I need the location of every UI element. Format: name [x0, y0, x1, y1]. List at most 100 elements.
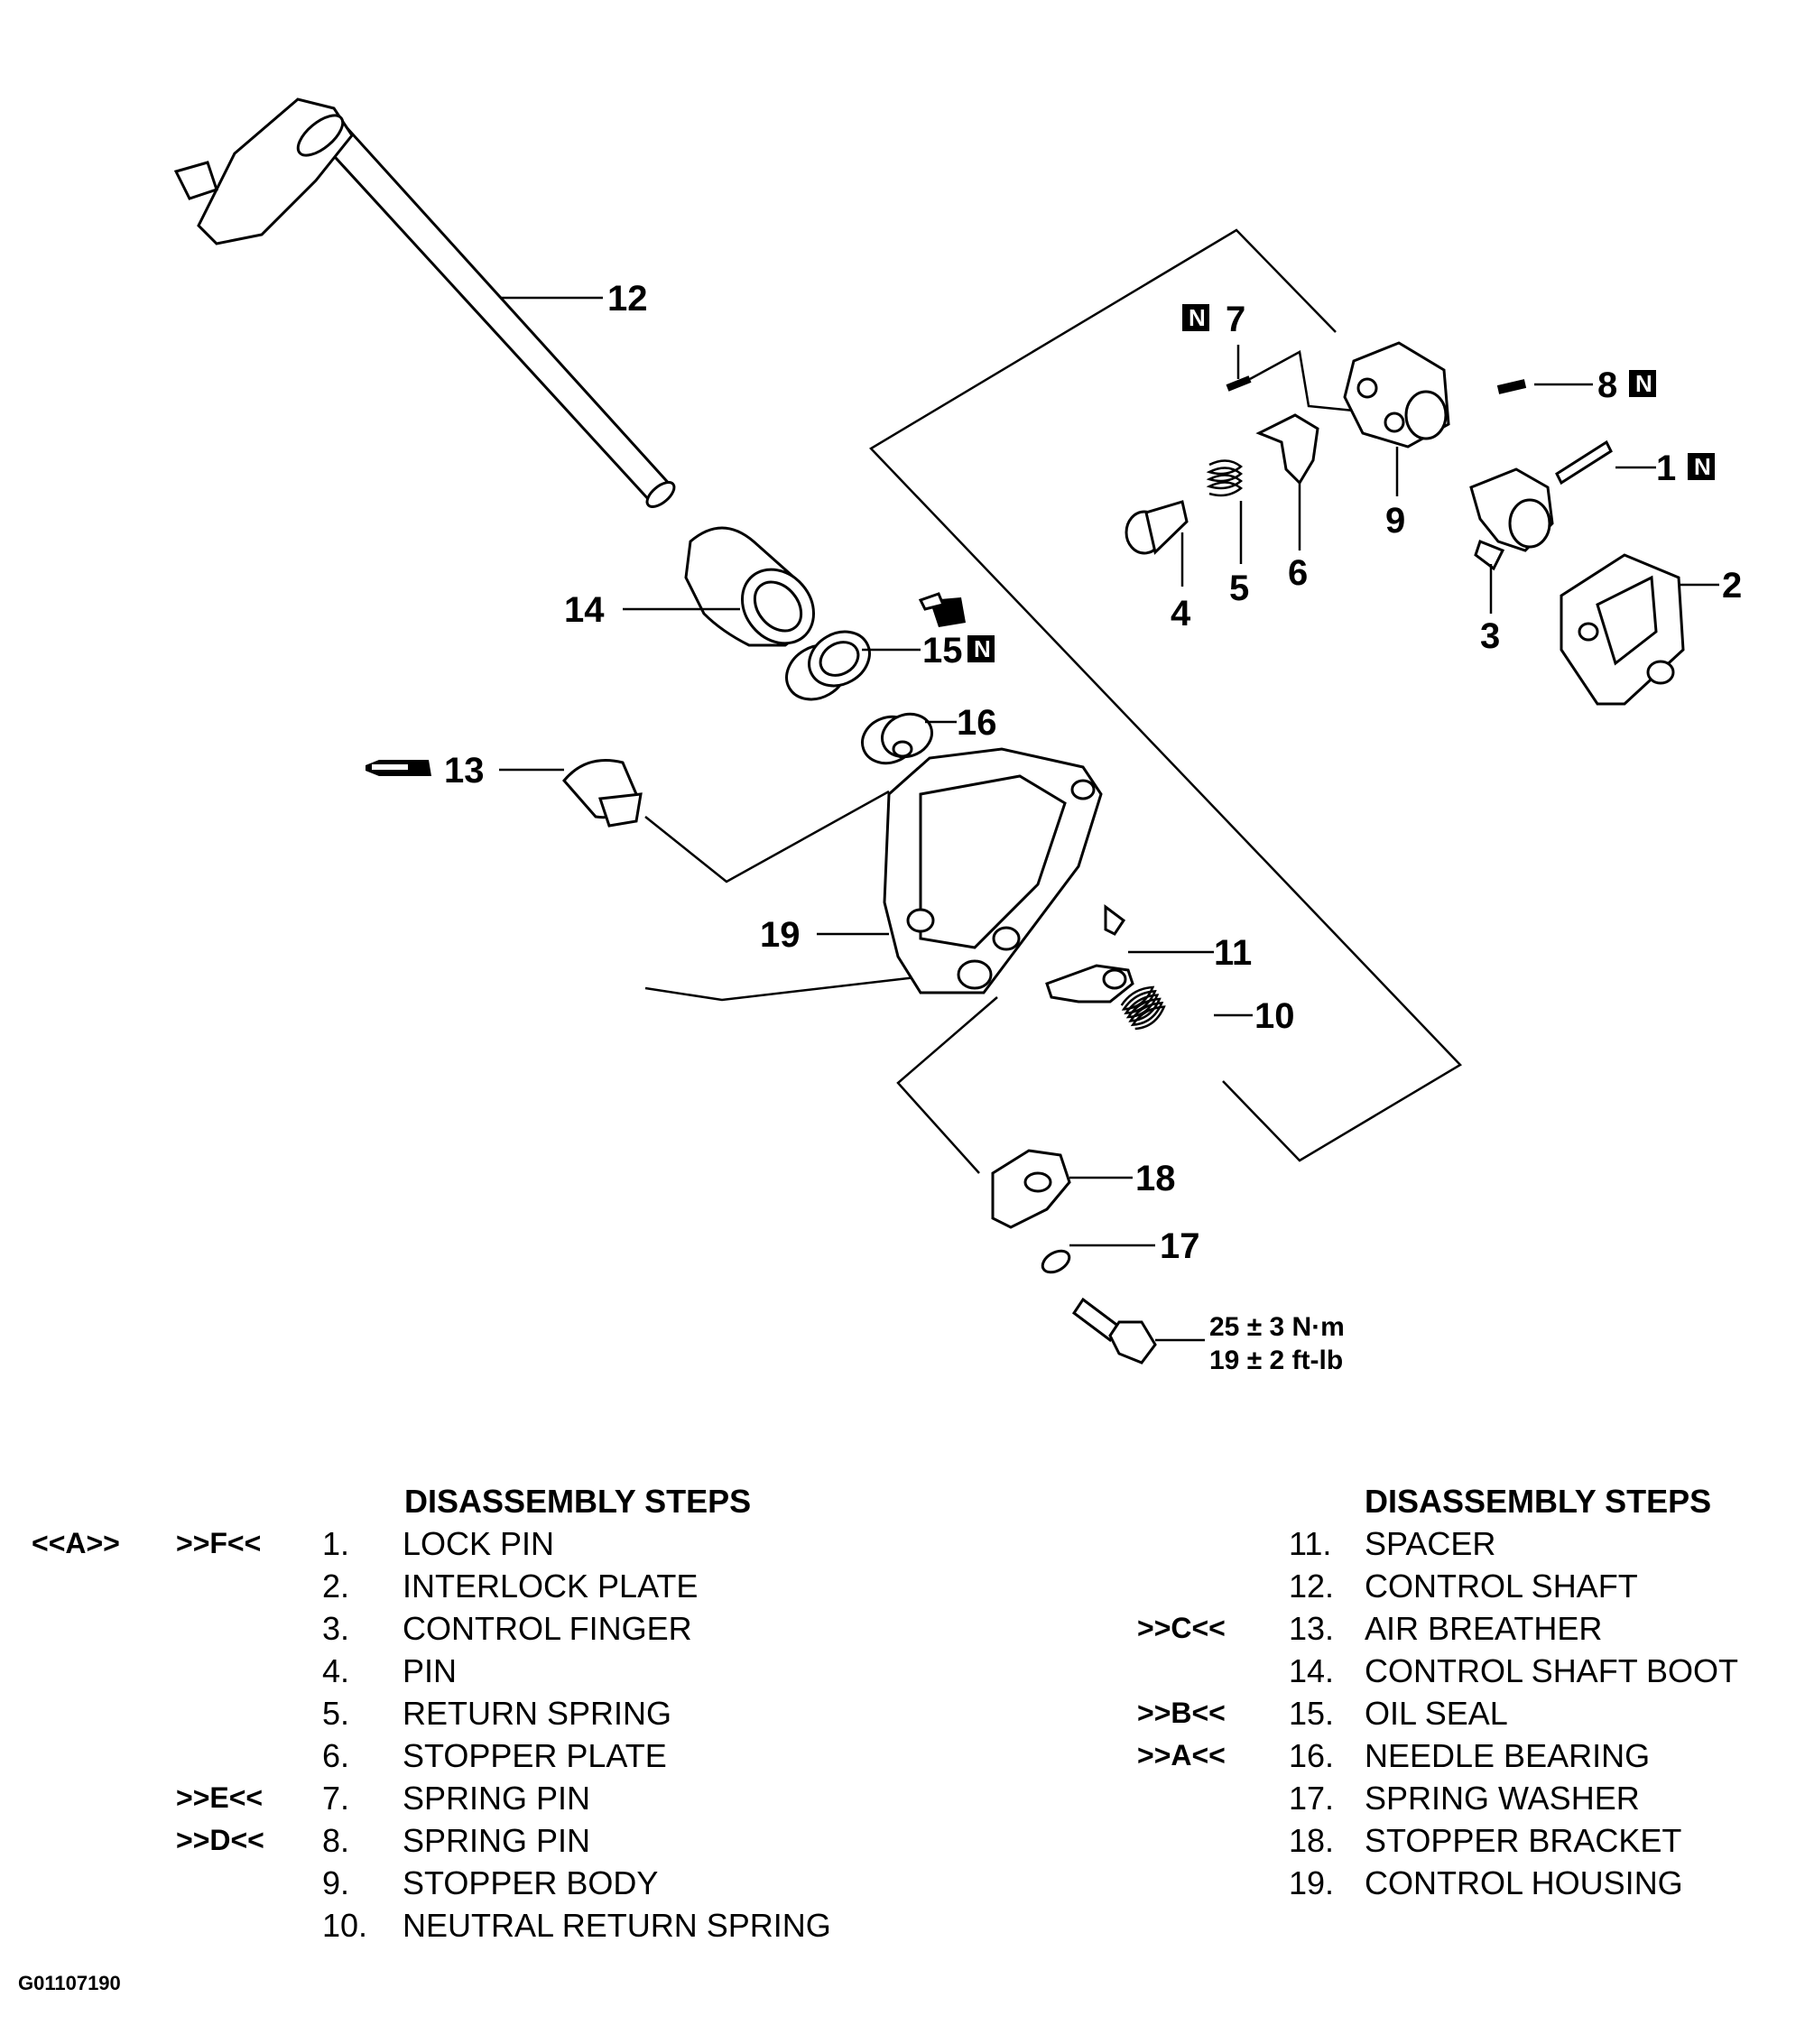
figure-id: G01107190 — [18, 1972, 121, 1994]
step-code: >>A<< — [1137, 1739, 1226, 1771]
svg-text:N: N — [1635, 370, 1652, 397]
new-part-badge-7: N — [1182, 304, 1209, 331]
lock-pin — [1555, 439, 1613, 486]
step-number: 8. — [322, 1822, 350, 1859]
step-name: SPRING PIN — [403, 1780, 591, 1817]
step-name: CONTROL FINGER — [403, 1610, 692, 1647]
step-name: CONTROL HOUSING — [1365, 1864, 1683, 1901]
step-number: 2. — [322, 1568, 350, 1605]
step-code-b: >>E<< — [176, 1781, 264, 1814]
callout-6: 6 — [1288, 553, 1308, 593]
legend-step-row: <<A>> >>F<< 1. LOCK PIN — [0, 1522, 902, 1565]
legend-step-row: 9.STOPPER BODY — [0, 1862, 902, 1904]
new-part-badge-15: N — [967, 635, 995, 662]
torque-metric: 25 ± 3 N·m — [1209, 1312, 1345, 1342]
step-name: AIR BREATHER — [1365, 1610, 1603, 1647]
step-name: PIN — [403, 1652, 458, 1689]
step-name: STOPPER BRACKET — [1365, 1822, 1682, 1859]
step-number: 10. — [322, 1907, 368, 1944]
legend-step-row: >>A<<16.NEEDLE BEARING — [902, 1734, 1805, 1777]
svg-text:N: N — [974, 635, 991, 662]
callout-8: 8 — [1597, 365, 1617, 405]
step-number: 6. — [322, 1737, 350, 1774]
callout-11: 11 — [1214, 933, 1252, 973]
step-code-b: >>F<< — [176, 1527, 262, 1559]
callout-9: 9 — [1385, 501, 1405, 541]
callout-2: 2 — [1722, 566, 1742, 606]
step-code-a: <<A>> — [32, 1527, 120, 1559]
step-number: 12. — [1289, 1568, 1335, 1605]
breather-bracket — [644, 790, 890, 883]
step-name: SPACER — [1365, 1525, 1496, 1562]
callout-4: 4 — [1171, 594, 1191, 634]
callout-13: 13 — [444, 751, 485, 791]
step-name: STOPPER PLATE — [403, 1737, 667, 1774]
legend-step-row: >>B<<15.OIL SEAL — [902, 1692, 1805, 1734]
legend-left: DISASSEMBLY STEPS <<A>> >>F<< 1. LOCK PIN 2.… — [0, 1480, 902, 1949]
legend-left-heading: DISASSEMBLY STEPS — [404, 1483, 752, 1520]
callout-18: 18 — [1135, 1159, 1176, 1198]
stopper-body — [1343, 341, 1450, 449]
new-part-badge-1: N — [1688, 453, 1715, 480]
callout-10: 10 — [1254, 996, 1295, 1036]
interlock-plate — [1560, 553, 1685, 706]
control-shaft-boot — [684, 526, 816, 647]
control-finger — [1469, 467, 1554, 571]
step-number: 4. — [322, 1652, 350, 1689]
subassembly-bracket — [869, 228, 1462, 1162]
step-name: STOPPER BODY — [403, 1864, 659, 1901]
step-number: 15. — [1289, 1695, 1335, 1732]
step-number: 11. — [1289, 1525, 1332, 1562]
needle-bearing — [861, 712, 933, 765]
legend-step-row: 5.RETURN SPRING — [0, 1692, 902, 1734]
step-number: 14. — [1289, 1652, 1335, 1689]
callout-16: 16 — [957, 703, 997, 743]
spring-pin-8 — [1496, 379, 1527, 394]
applicator-icon — [366, 760, 431, 776]
step-name: LOCK PIN — [403, 1525, 555, 1562]
step-code-b: >>D<< — [176, 1824, 264, 1856]
step-number: 19. — [1289, 1864, 1335, 1901]
callout-1: 1 — [1656, 449, 1676, 488]
housing-bracket — [644, 976, 917, 1002]
step-name: SPRING PIN — [403, 1822, 591, 1859]
step-number: 17. — [1289, 1780, 1335, 1817]
pin-4 — [1125, 500, 1189, 555]
callout-15: 15 — [922, 631, 963, 671]
step-name: INTERLOCK PLATE — [403, 1568, 699, 1605]
step-name: CONTROL SHAFT BOOT — [1365, 1652, 1739, 1689]
return-spring — [1206, 459, 1244, 497]
svg-text:N: N — [1694, 453, 1711, 480]
housing-bracket-2 — [896, 996, 998, 1174]
step-number: 1. — [322, 1525, 350, 1562]
svg-text:N: N — [1189, 304, 1206, 331]
legend-step-row: 17.SPRING WASHER — [902, 1777, 1805, 1819]
stopper-bracket — [991, 1149, 1071, 1229]
legend-step-row: 14. CONTROL SHAFT BOOT — [902, 1650, 1805, 1692]
step-number: 16. — [1289, 1737, 1335, 1774]
step-number: 13. — [1289, 1610, 1335, 1647]
exploded-view-diagram: 12 14 15 N 16 13 — [173, 97, 1742, 1375]
legend-step-row: >>E<< 7. SPRING PIN — [0, 1777, 902, 1819]
callout-14: 14 — [564, 590, 605, 630]
legend-step-row: 6. STOPPER PLATE — [0, 1734, 902, 1777]
callout-3: 3 — [1480, 616, 1500, 656]
legend-step-row: 11. SPACER — [902, 1522, 1805, 1565]
step-number: 18. — [1289, 1822, 1335, 1859]
step-number: 3. — [322, 1610, 350, 1647]
callout-12: 12 — [607, 279, 648, 319]
step-name: OIL SEAL — [1365, 1695, 1508, 1732]
step-number: 5. — [322, 1695, 350, 1732]
legend-step-row: 3. CONTROL FINGER — [0, 1607, 902, 1650]
legend-step-row: >>C<< 13. AIR BREATHER — [902, 1607, 1805, 1650]
sealant-icon — [918, 592, 966, 627]
step-number: 7. — [322, 1780, 350, 1817]
legend-step-row: 10.NEUTRAL RETURN SPRING — [0, 1904, 902, 1947]
callout-19: 19 — [760, 915, 801, 955]
step-code: >>C<< — [1137, 1612, 1226, 1644]
bolt — [1071, 1297, 1157, 1364]
new-part-badge-8: N — [1629, 370, 1656, 397]
callout-5: 5 — [1229, 569, 1249, 608]
oil-seal — [785, 630, 871, 701]
